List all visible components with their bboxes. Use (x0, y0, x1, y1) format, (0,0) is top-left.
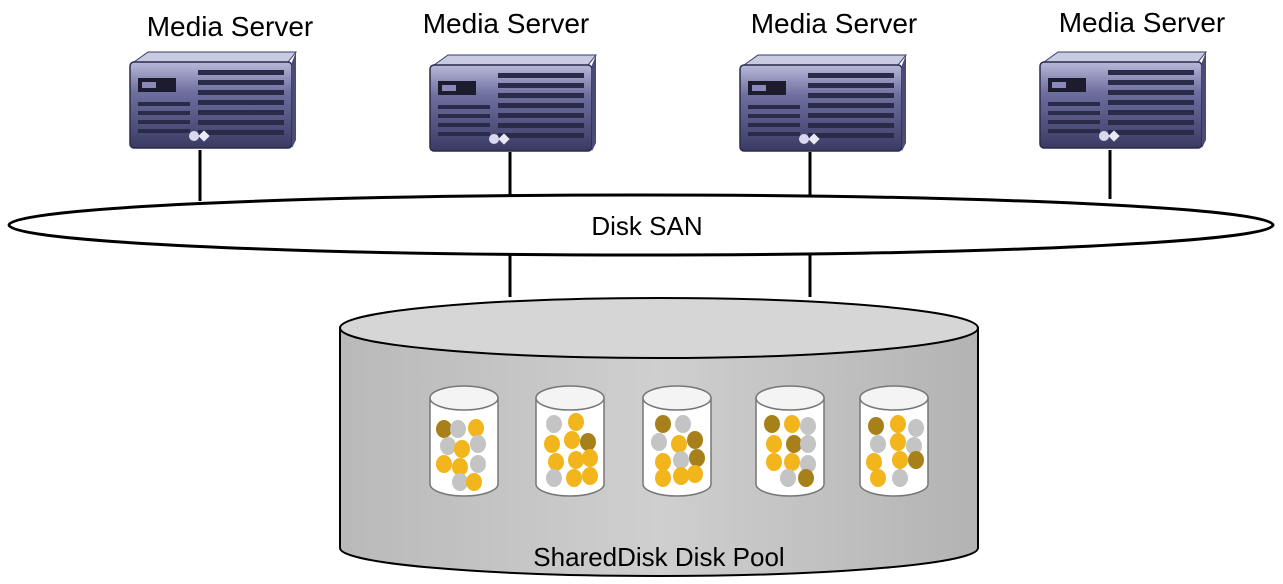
disk-san-ring (7, 193, 1275, 257)
server-connectors (198, 150, 1112, 201)
server-label-1: Media Server (147, 11, 314, 42)
disk-icon (535, 385, 605, 497)
server-icons (129, 51, 1208, 152)
disk-pool-label: SharedDisk Disk Pool (533, 542, 784, 572)
disk-san-label: Disk SAN (591, 211, 702, 241)
server-label-2: Media Server (423, 8, 590, 39)
pool-disks (429, 385, 929, 497)
server-icon (129, 51, 298, 149)
server-icon (429, 54, 598, 152)
pool-connectors (508, 255, 812, 297)
server-label-4: Media Server (1059, 7, 1226, 38)
server-icon (1039, 51, 1208, 149)
disk-icon (429, 385, 499, 497)
disk-icon (859, 385, 929, 497)
server-label-3: Media Server (751, 8, 918, 39)
disk-icon (755, 385, 825, 497)
disk-icon (642, 385, 712, 497)
server-icon (739, 54, 908, 152)
